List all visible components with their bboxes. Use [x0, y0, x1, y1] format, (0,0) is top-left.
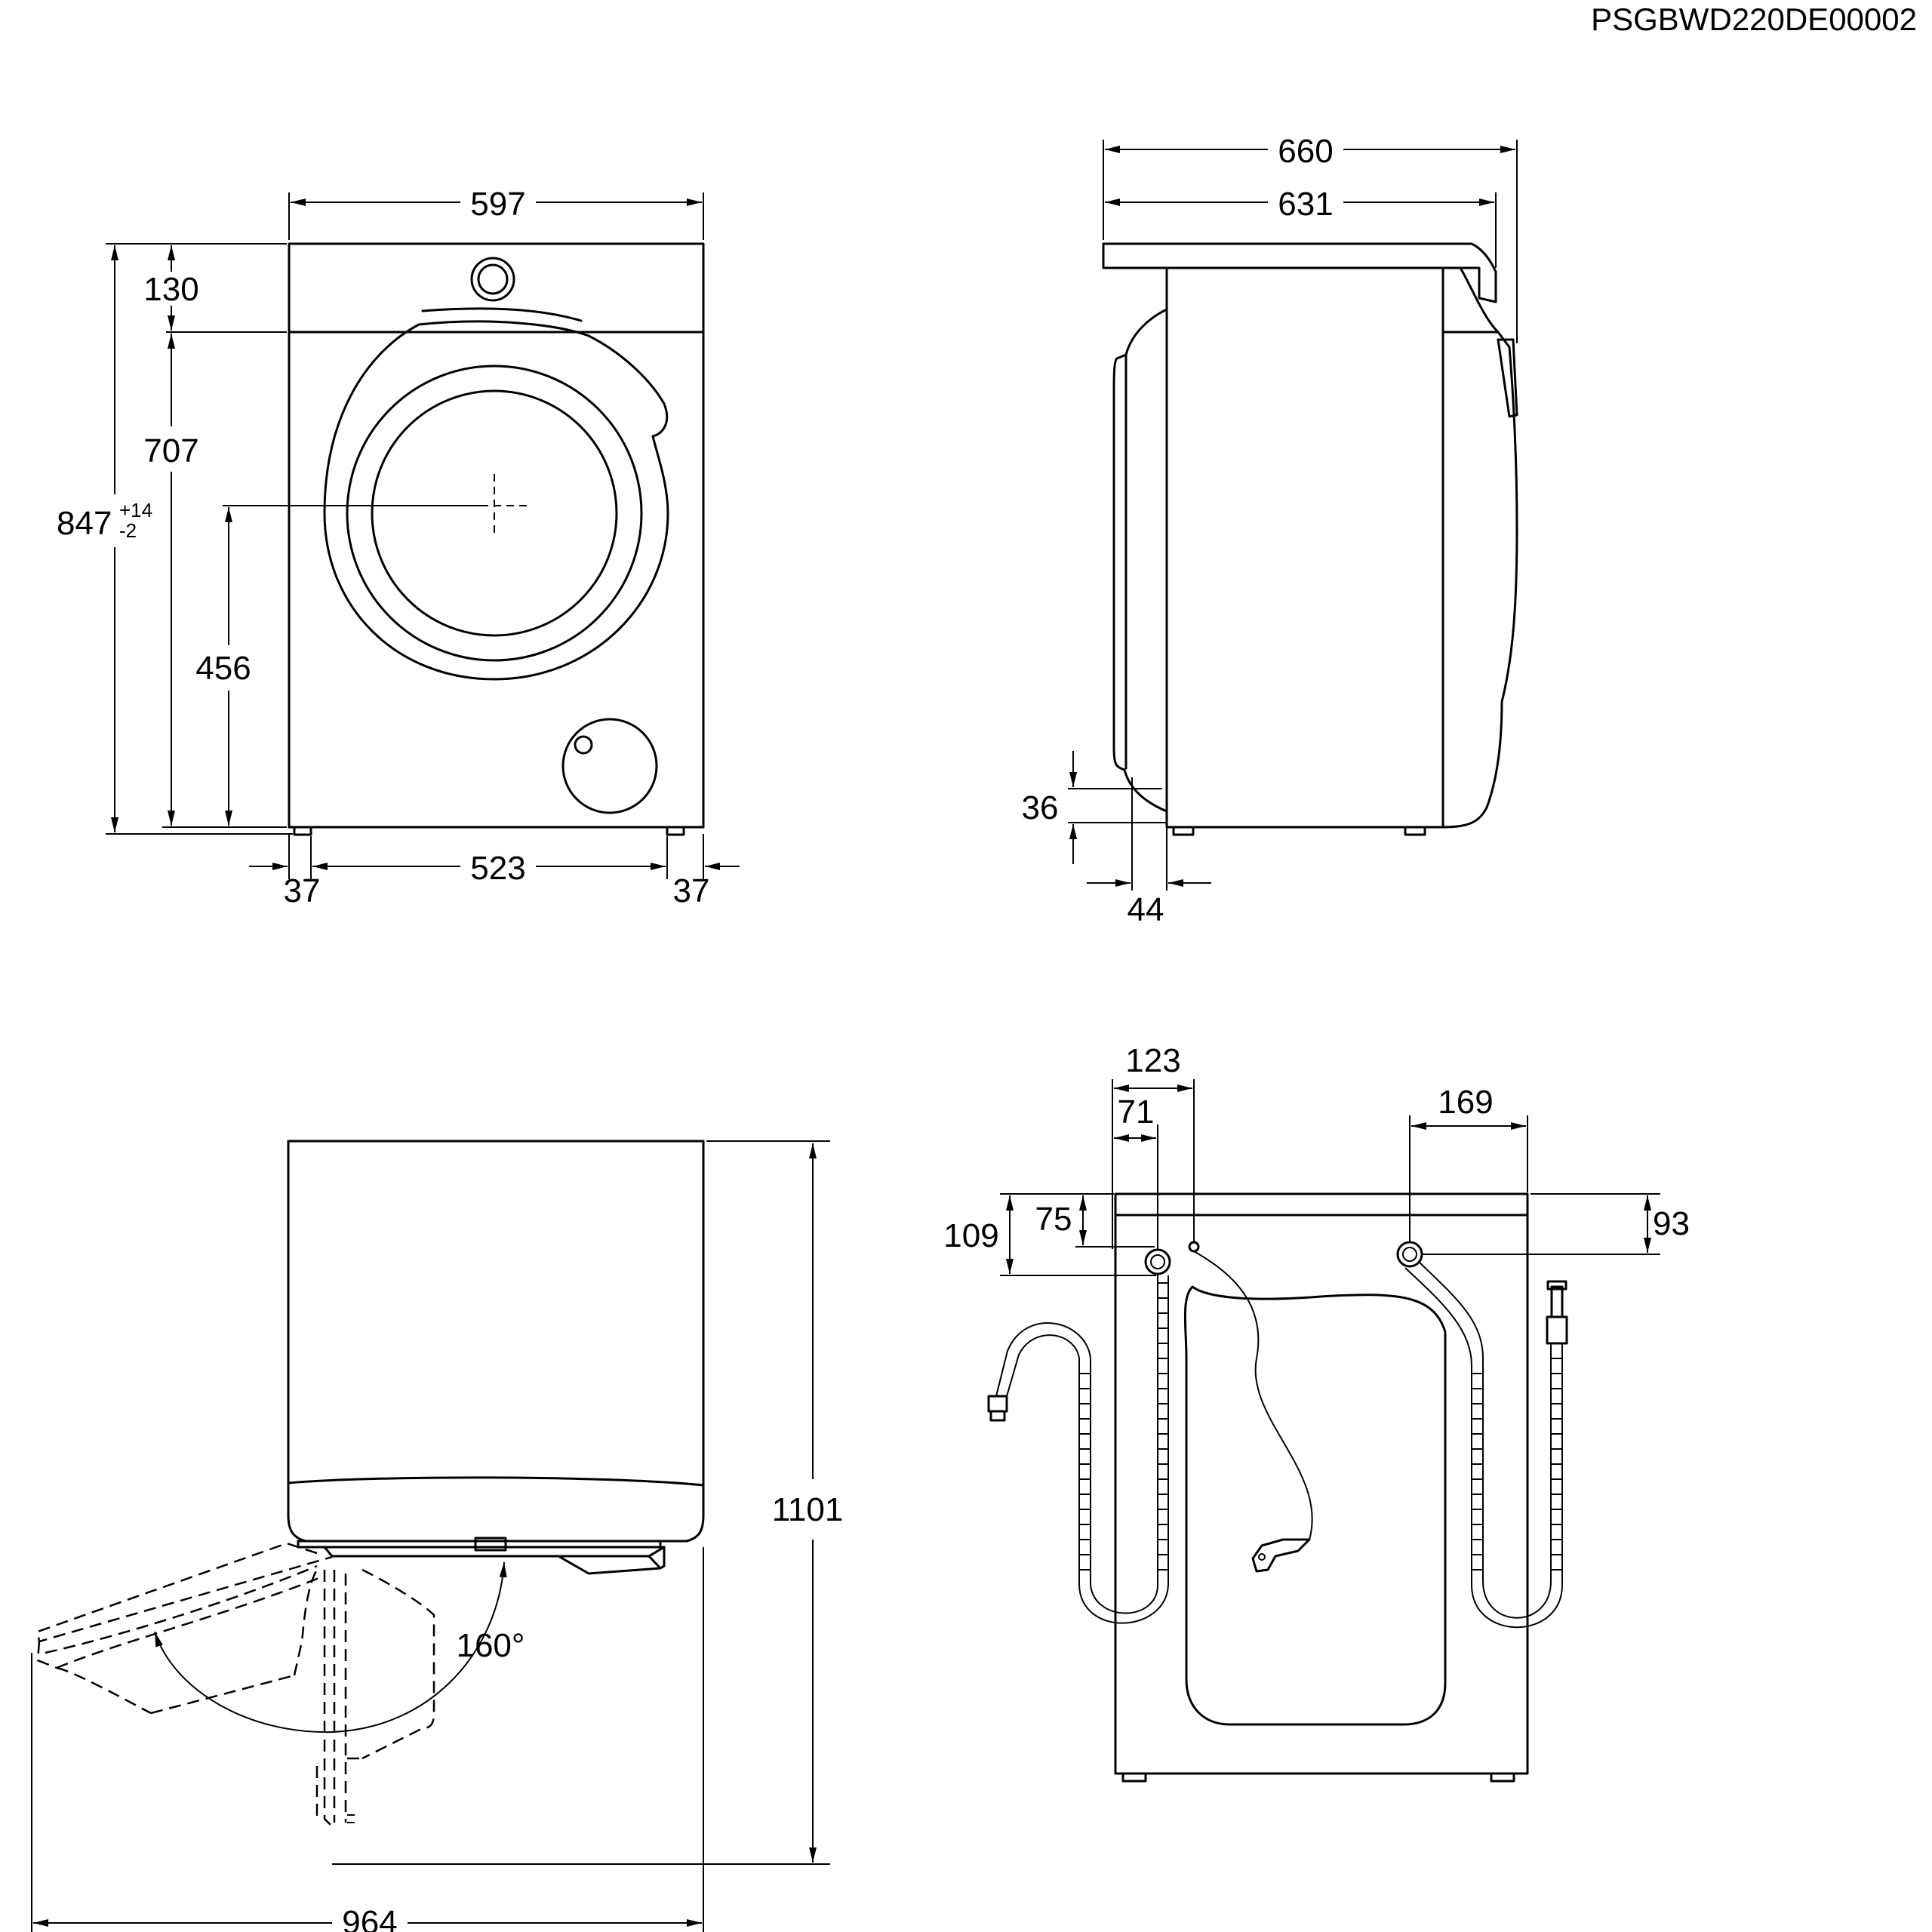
dim-rear-75: 75	[1035, 1201, 1072, 1238]
dim-front-top-panel: 130	[143, 271, 198, 308]
drawing-code: PSGBWD220DE00002	[1591, 2, 1917, 37]
dim-front-707: 707	[143, 432, 198, 469]
dim-front-width: 597	[470, 186, 525, 223]
dim-side-foot-setback: 44	[1128, 891, 1164, 928]
dim-rear-93: 93	[1653, 1205, 1690, 1242]
dim-foot-right: 37	[673, 872, 710, 909]
dim-rear-169: 169	[1438, 1084, 1493, 1121]
dim-side-foot-height: 36	[1022, 789, 1059, 826]
dim-front-height-tol-plus: +14	[119, 499, 152, 521]
dim-door-angle: 160°	[456, 1627, 525, 1664]
rear-view: 123 71 169 109 75 93	[943, 1042, 1690, 1783]
door-open-view: 160° 1101 964	[31, 1140, 844, 1932]
dim-foot-spacing: 523	[470, 850, 525, 887]
dim-rear-109: 109	[943, 1217, 998, 1254]
front-view: 597 847 +14 -2 130 707 456 37	[57, 186, 740, 909]
dim-door-center-height: 456	[195, 650, 251, 687]
dim-front-height: 847	[57, 505, 112, 542]
dim-rear-123: 123	[1125, 1042, 1180, 1079]
dim-door-total-height: 1101	[772, 1491, 844, 1528]
side-view: 660 631 36 44	[1022, 133, 1518, 928]
dim-foot-left: 37	[284, 872, 321, 909]
dim-door-total-depth: 964	[342, 1904, 397, 1932]
dim-side-depth-total: 660	[1278, 133, 1333, 170]
dim-side-depth-body: 631	[1278, 186, 1333, 223]
dim-front-height-tol-minus: -2	[119, 519, 137, 542]
dim-rear-71: 71	[1118, 1094, 1155, 1131]
